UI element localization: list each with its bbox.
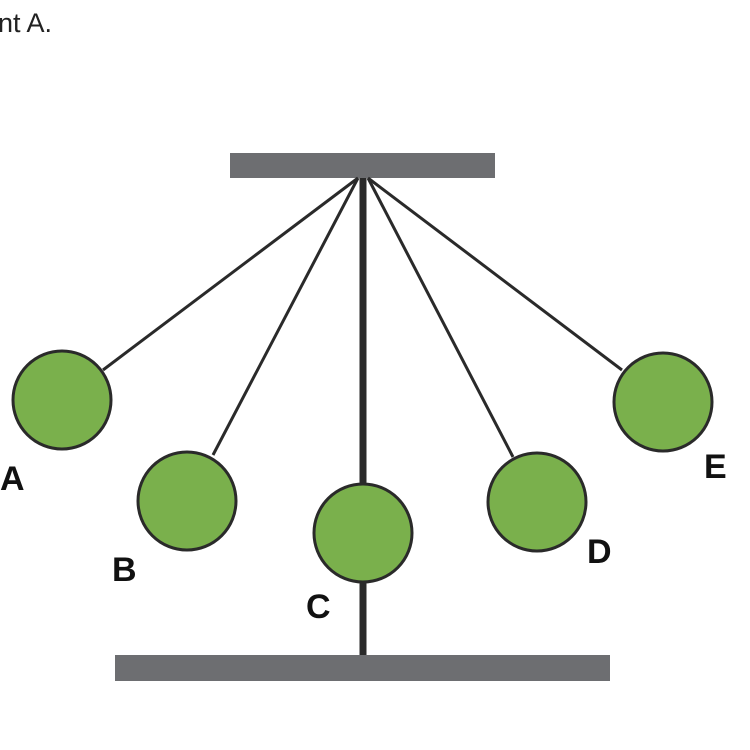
bottom-support-bar bbox=[115, 655, 610, 681]
string-d bbox=[366, 177, 515, 458]
label-b: B bbox=[112, 551, 137, 589]
question-text-fragment: nt A. bbox=[0, 8, 53, 38]
ball-a bbox=[11, 349, 113, 451]
string-b bbox=[211, 177, 360, 456]
label-d: D bbox=[587, 533, 612, 571]
ball-c bbox=[312, 482, 414, 584]
string-a bbox=[102, 176, 359, 372]
label-a: A bbox=[0, 460, 25, 498]
label-c: C bbox=[306, 588, 331, 626]
top-support-bar bbox=[230, 153, 495, 178]
label-e: E bbox=[704, 448, 727, 486]
ball-b bbox=[136, 450, 238, 552]
ball-e bbox=[612, 351, 714, 453]
ball-d bbox=[486, 451, 588, 553]
string-e bbox=[367, 176, 623, 372]
